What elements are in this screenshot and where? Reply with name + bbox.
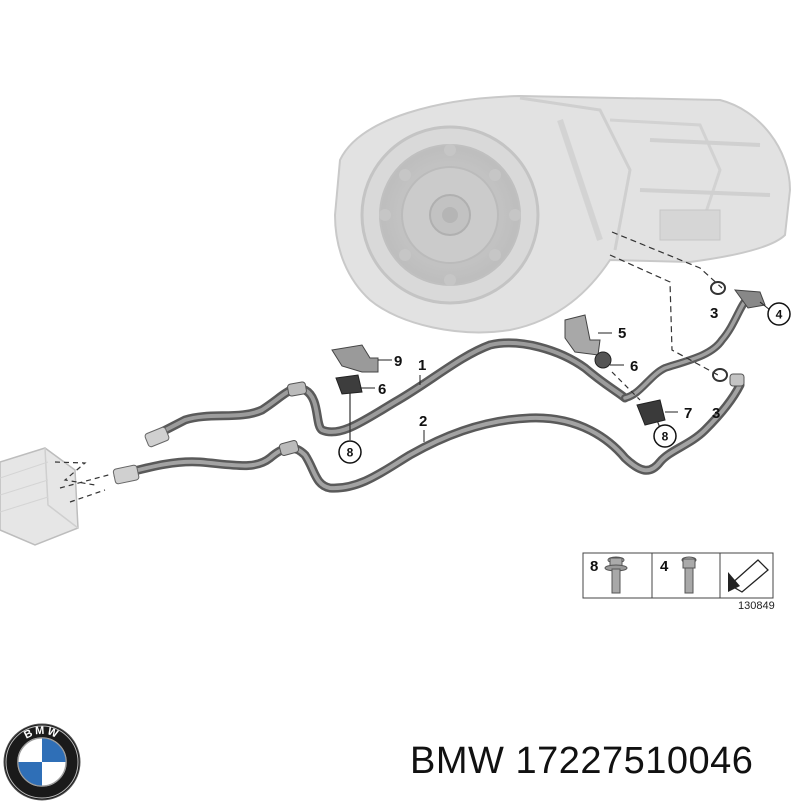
callout-7: 7 [684, 405, 692, 422]
circled-callout-8-right: 8 [653, 424, 677, 448]
brand-name: BMW [410, 740, 505, 782]
circled-callout-4: 4 [767, 302, 791, 326]
oil-pipe-2 [112, 373, 745, 493]
oil-cooler [0, 447, 113, 546]
arrow-icon [728, 559, 769, 593]
bmw-logo: BMW [3, 723, 81, 801]
svg-text:8: 8 [347, 446, 354, 460]
oil-pipe-1 [144, 294, 752, 448]
circled-callout-8-left: 8 [338, 440, 362, 464]
figure-number: 130849 [738, 600, 775, 612]
legend-item-4: 4 [660, 558, 669, 575]
callout-6-right: 6 [630, 358, 638, 375]
callout-9: 9 [394, 353, 402, 370]
brackets [331, 281, 766, 426]
svg-text:4: 4 [776, 308, 783, 322]
callout-3-lower: 3 [712, 405, 720, 422]
part-number: 17227510046 [515, 740, 754, 782]
svg-text:BMW: BMW [22, 725, 61, 742]
svg-text:8: 8 [662, 430, 669, 444]
callout-3-upper: 3 [710, 305, 718, 322]
product-title: BMW 17227510046 [410, 740, 753, 783]
callout-1: 1 [418, 357, 426, 374]
bolt-icon-hex [681, 556, 697, 594]
transmission-housing [333, 94, 792, 334]
bolt-icon-flange [604, 556, 628, 594]
callout-2: 2 [419, 413, 427, 430]
callout-6-left: 6 [378, 381, 386, 398]
legend-item-8: 8 [590, 558, 598, 575]
parts-legend: 8 4 [582, 552, 774, 599]
callout-leaders [360, 301, 771, 442]
callout-5: 5 [618, 325, 626, 342]
